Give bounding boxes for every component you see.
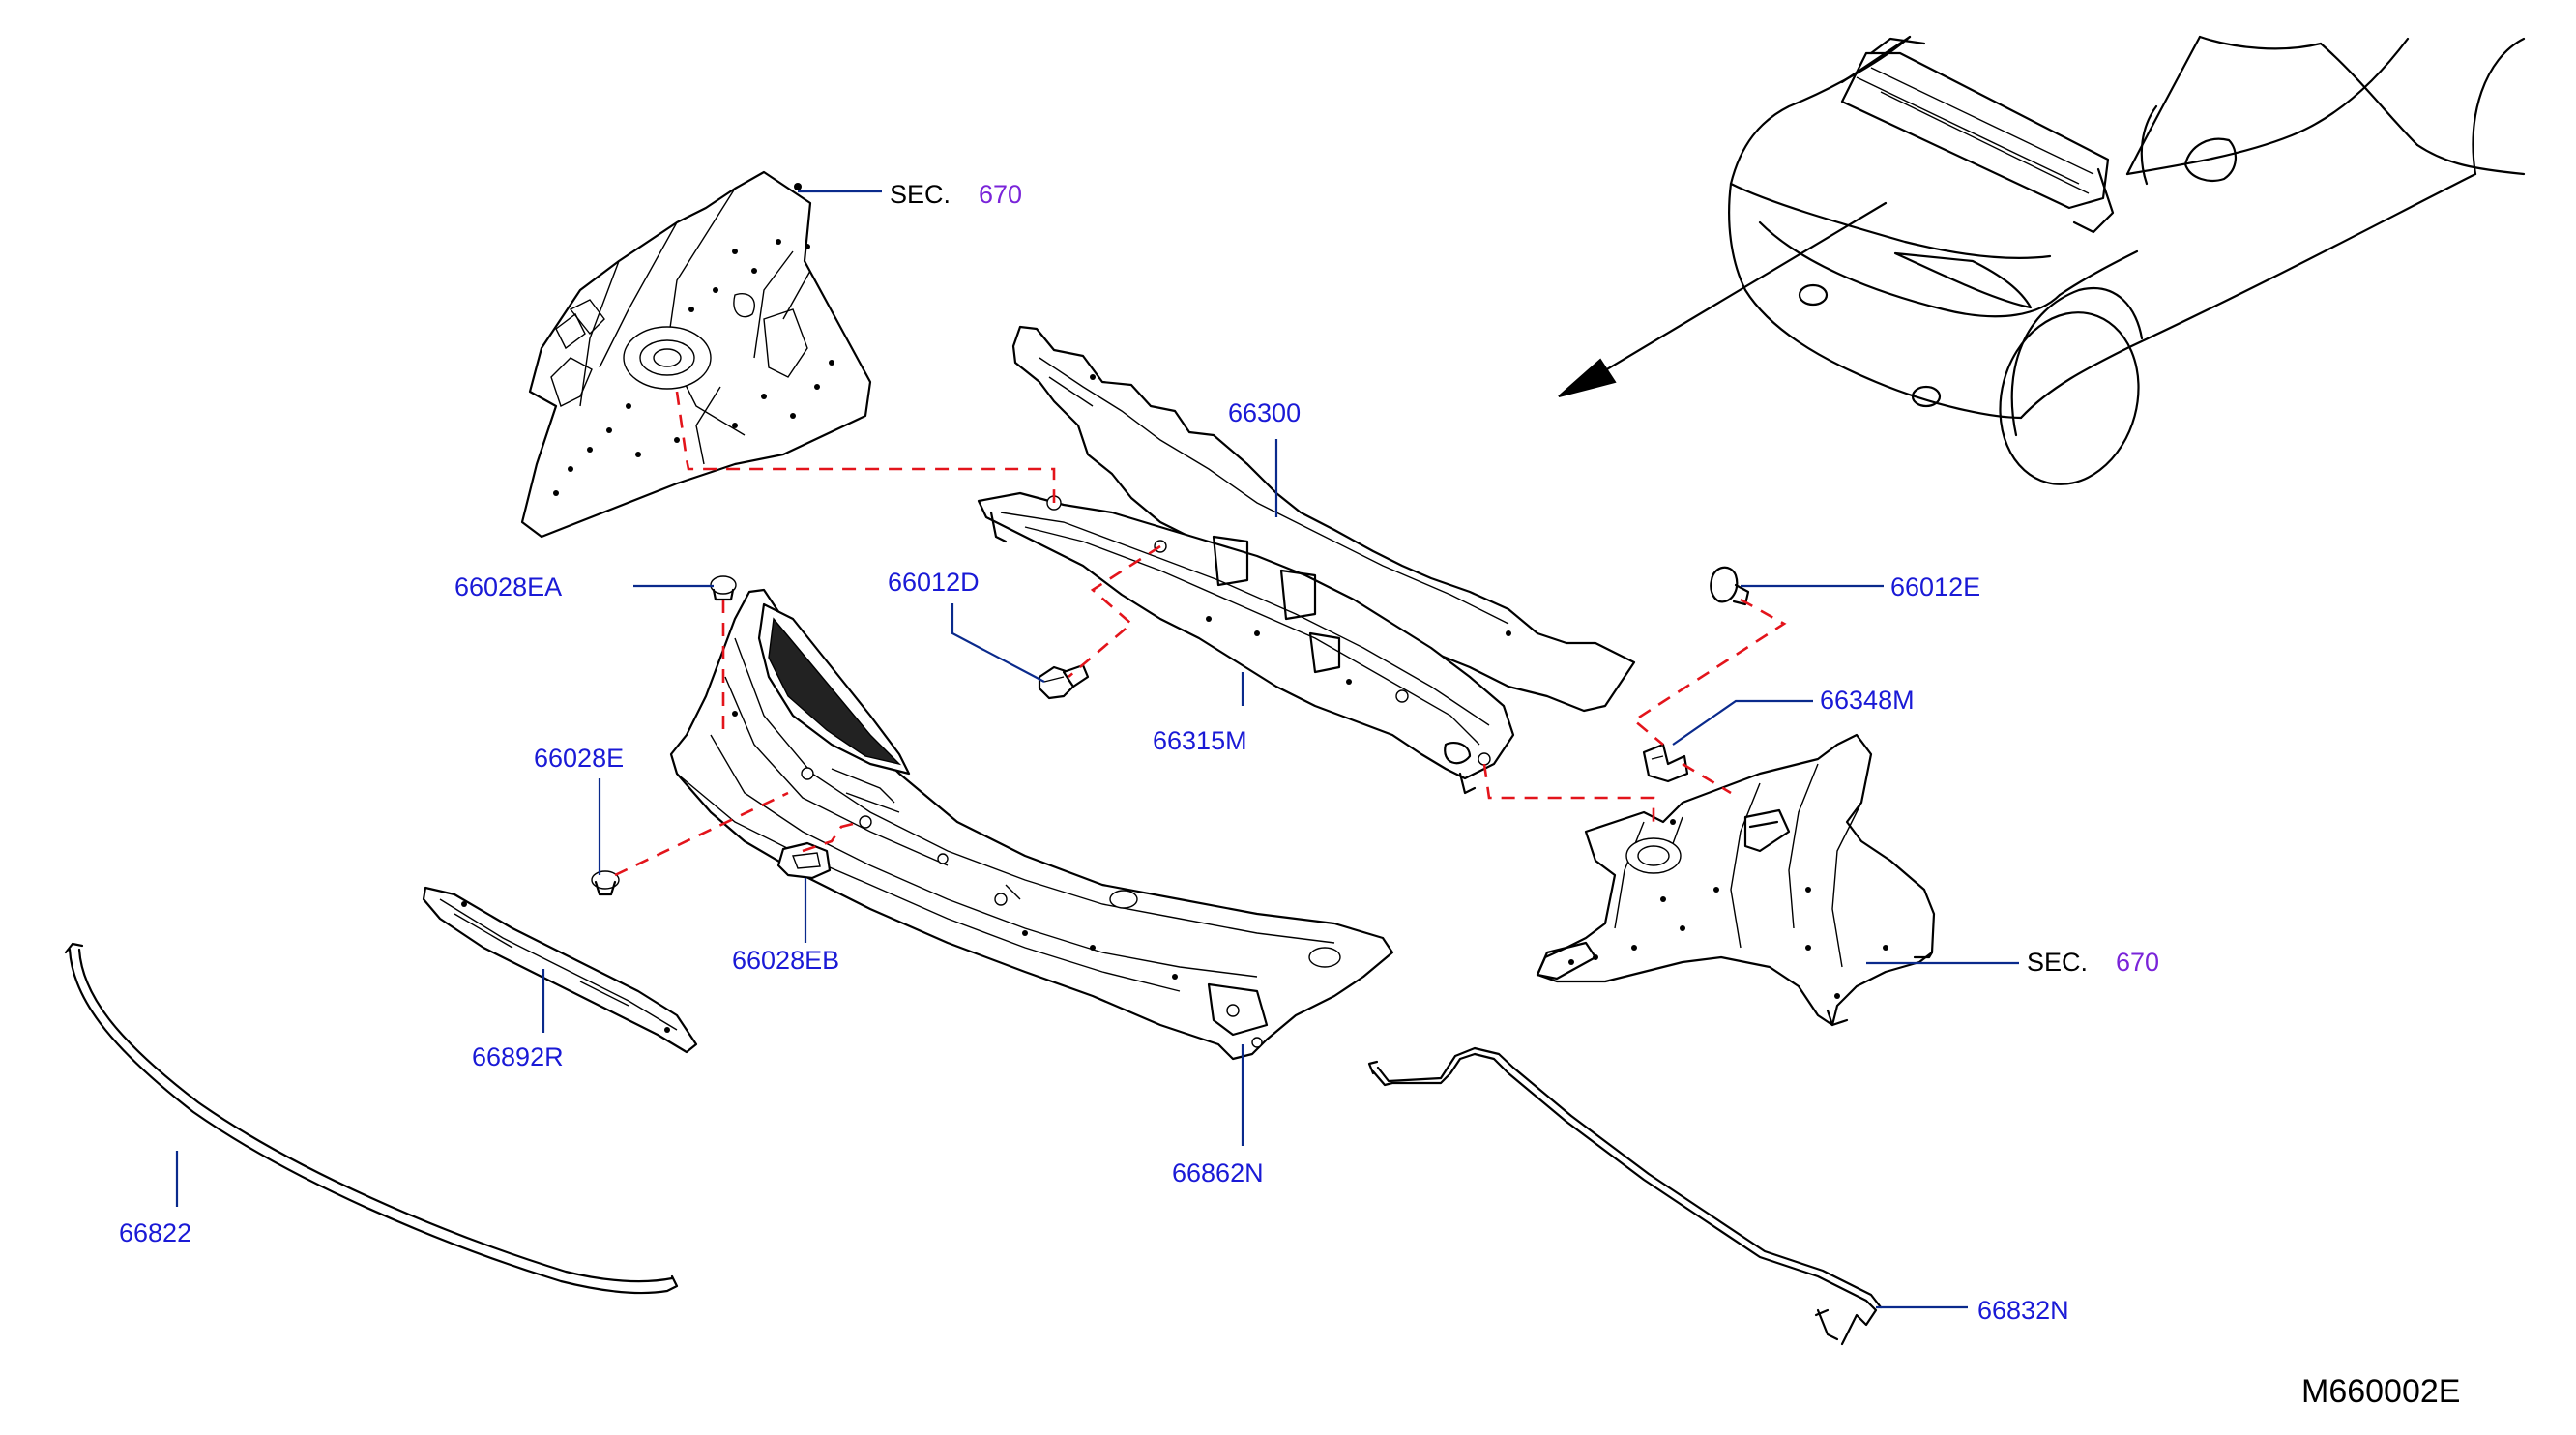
part-label-66012D[interactable]: 66012D	[888, 568, 980, 597]
part-label-66892R[interactable]: 66892R	[472, 1042, 564, 1071]
seal-66892R	[422, 886, 698, 1054]
clip-66028E	[591, 870, 620, 896]
part-label-66862N[interactable]: 66862N	[1172, 1158, 1264, 1187]
section-ref-670-upper[interactable]: SEC. 670	[890, 180, 1022, 209]
clip-66028EB	[776, 841, 832, 880]
weatherstrip-66822	[64, 942, 679, 1295]
fastener-66012E	[1710, 566, 1750, 606]
section-ref-670-lower[interactable]: SEC. 670	[2027, 948, 2159, 977]
bracket-66348M	[1642, 743, 1689, 783]
bolt-66012D	[1038, 663, 1090, 700]
diagram-code: M660002E	[2301, 1373, 2460, 1410]
section-ref-number[interactable]: 670	[2116, 948, 2159, 977]
upper-cowl-panel-66300	[1011, 325, 1636, 713]
part-label-66012E[interactable]: 66012E	[1890, 572, 1980, 601]
clip-66028EA	[710, 575, 737, 601]
part-label-66832N[interactable]: 66832N	[1977, 1296, 2069, 1325]
section-ref-number[interactable]: 670	[979, 180, 1022, 209]
vehicle-overview-drawing	[1558, 35, 2526, 485]
part-label-66822[interactable]: 66822	[119, 1218, 191, 1247]
connection-dash-lines	[614, 391, 1787, 877]
washer-hose-66832N	[1367, 1046, 1883, 1346]
part-label-66028E[interactable]: 66028E	[534, 744, 624, 773]
part-label-66028EB[interactable]: 66028EB	[732, 946, 839, 975]
cowl-top-panel-66315M	[977, 491, 1515, 795]
left-upper-cowl-side-panel	[520, 170, 872, 539]
leader-lines	[175, 190, 2019, 1309]
part-label-66315M[interactable]: 66315M	[1153, 726, 1247, 755]
section-ref-prefix: SEC.	[890, 180, 951, 209]
section-ref-prefix: SEC.	[2027, 948, 2088, 977]
cowl-grille-66862N	[669, 588, 1394, 1061]
part-label-66300[interactable]: 66300	[1228, 398, 1301, 427]
part-label-66028EA[interactable]: 66028EA	[454, 572, 562, 601]
right-lower-cowl-side-panel	[1536, 733, 1936, 1027]
part-label-66348M[interactable]: 66348M	[1820, 686, 1915, 715]
